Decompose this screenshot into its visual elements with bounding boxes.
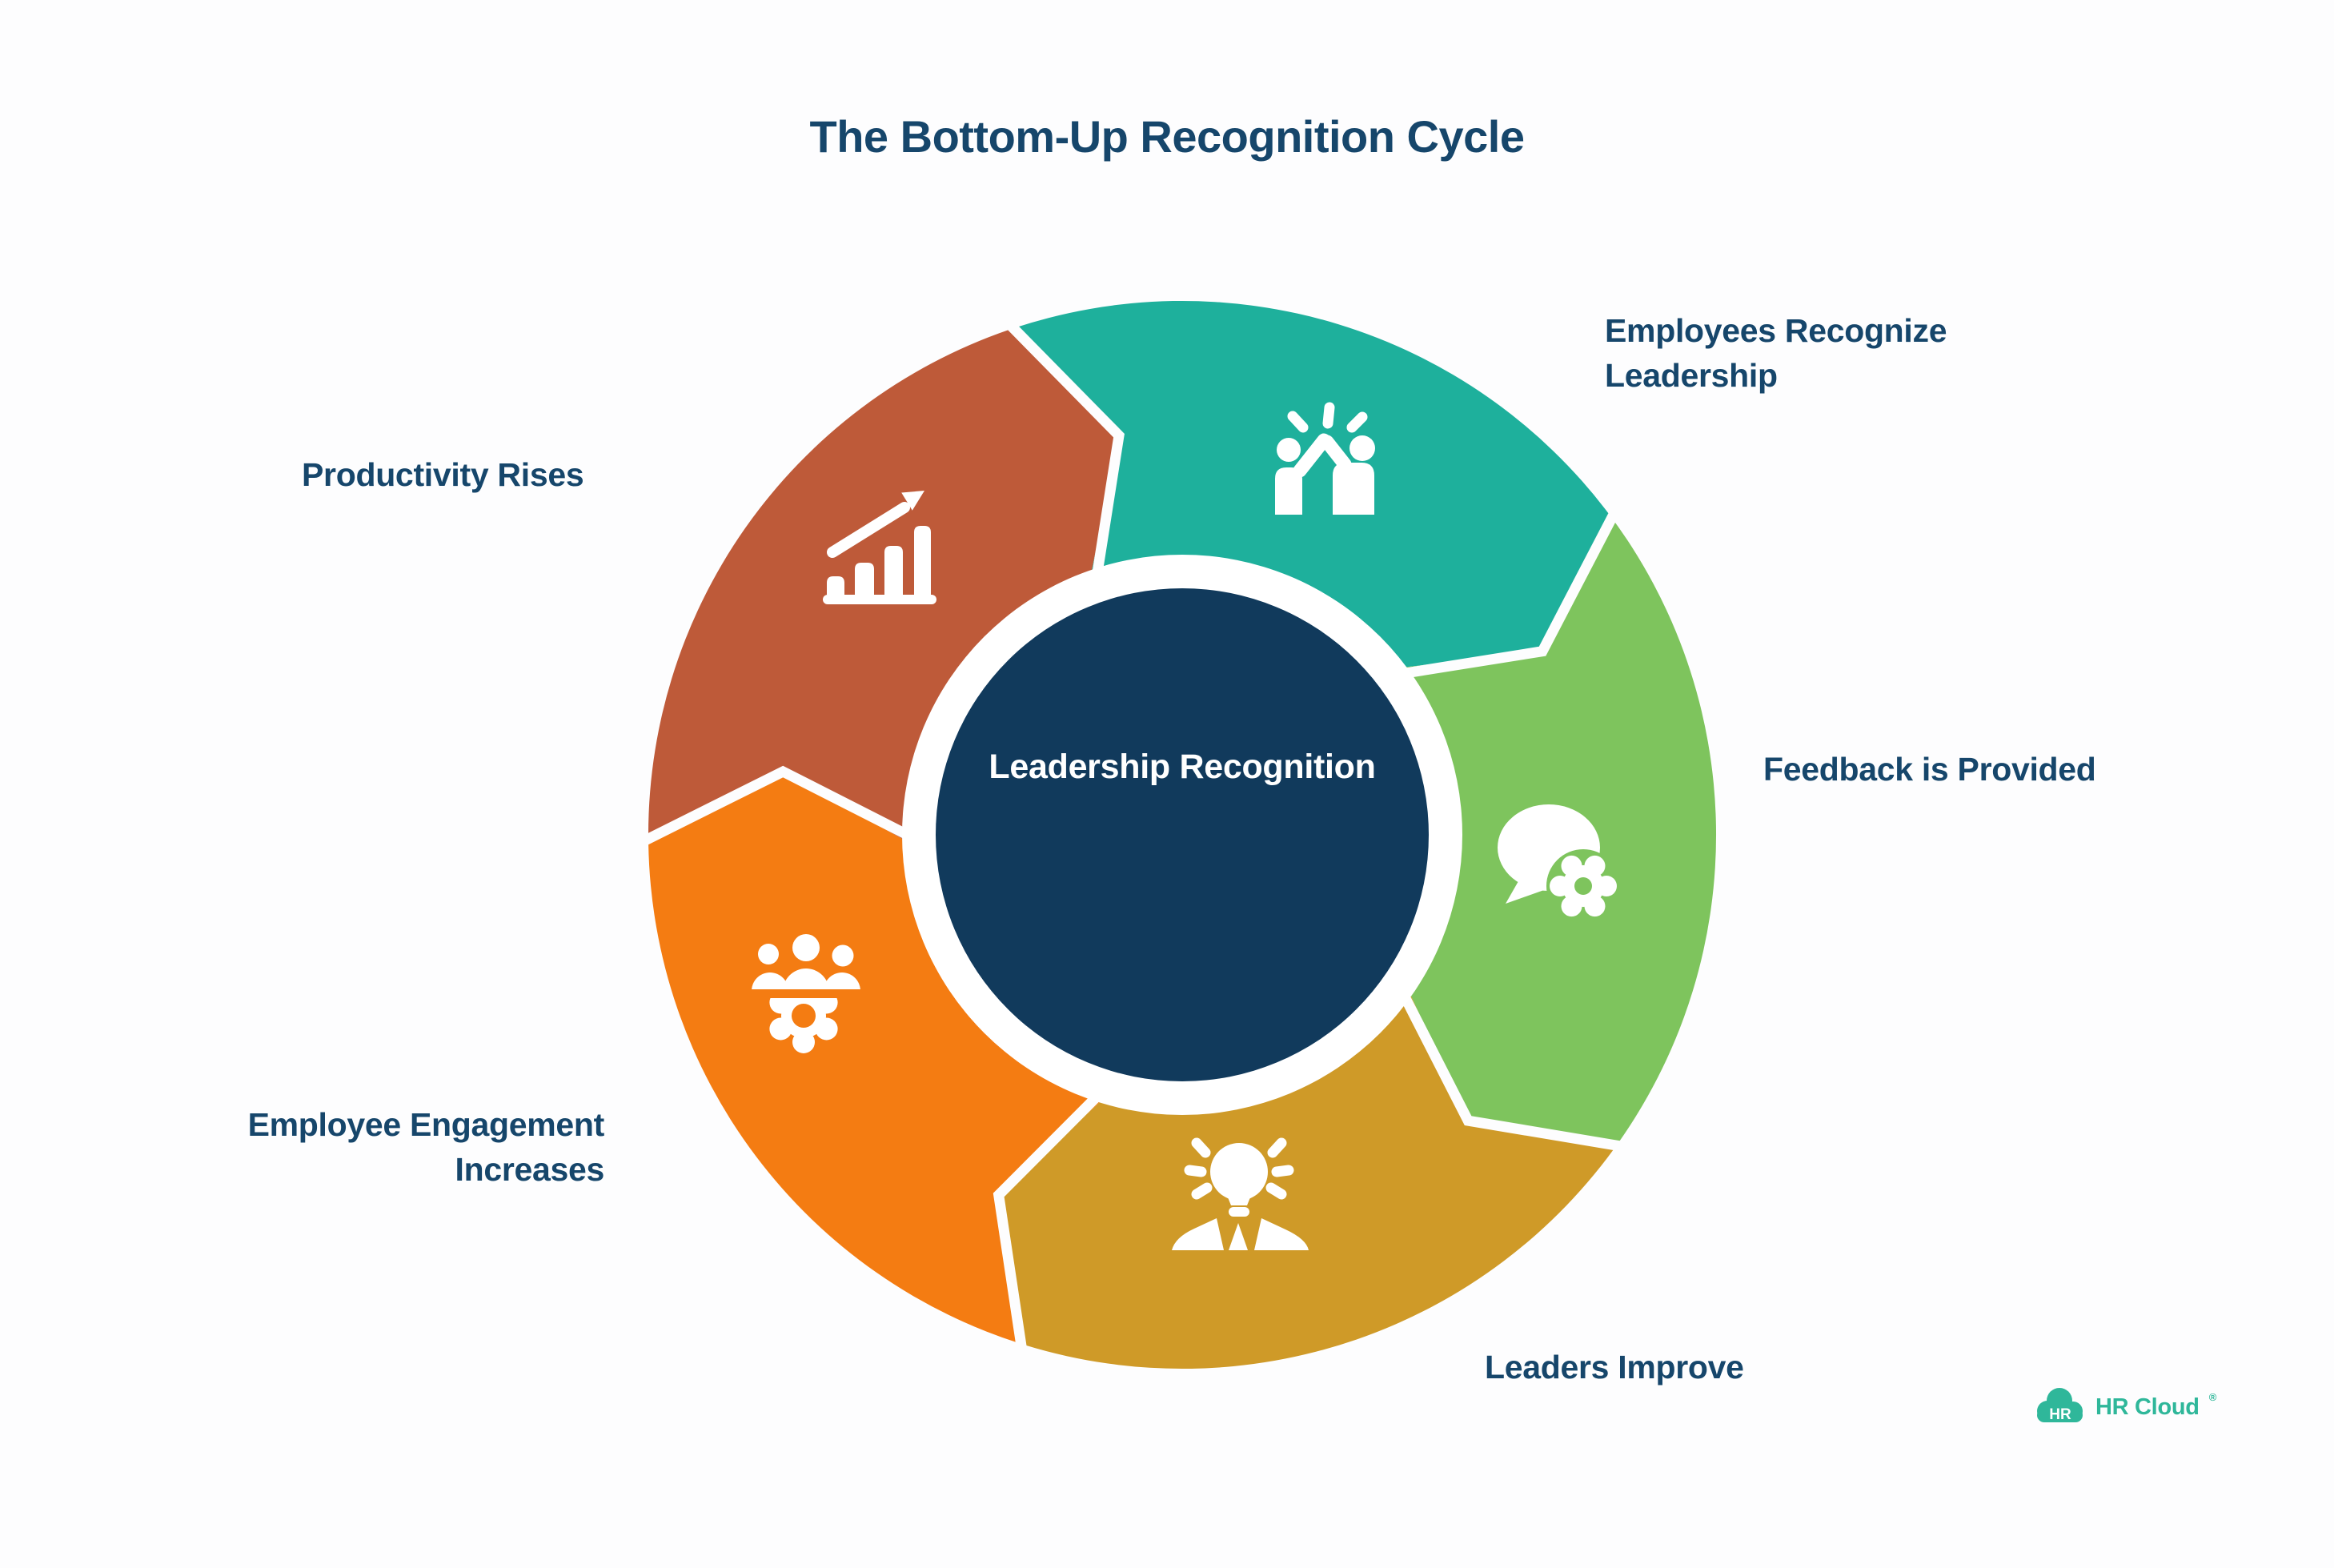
label-employees-recognize-leadership: Employees Recognize Leadership [1605,312,1947,394]
label-leaders-improve: Leaders Improve [1485,1349,1744,1386]
segment-divider [635,765,920,849]
registered-mark: ® [2208,1391,2217,1403]
segment-divider [993,1085,1109,1357]
segment-divider [1395,985,1630,1153]
segment-employees-recognize-leadership [1008,300,1609,668]
segment-dividers [635,315,1630,1357]
logo-badge-text: HR [2049,1406,2071,1423]
center-circle [936,588,1429,1081]
segment-divider [1394,504,1622,680]
label-productivity-rises: Productivity Rises [302,456,584,493]
hr-cloud-logo: HR HR Cloud ® [2035,1386,2216,1429]
label-feedback-is-provided: Feedback is Provided [1763,751,2096,788]
center-label: Leadership Recognition [989,748,1376,786]
idea-person-icon [1172,1137,1309,1250]
segment-productivity-rises [648,330,1119,844]
segment-leaders-improve [998,994,1620,1369]
high-five-icon [1275,402,1375,515]
hr-cloud-icon: HR [2037,1388,2083,1423]
logo-wordmark: HR Cloud [2095,1394,2200,1420]
segment-divider [1001,315,1125,585]
label-employee-engagement-increases: Employee Engagement Increases [247,1106,605,1188]
team-gear-icon [752,934,860,1053]
segment-employee-engagement-increases [648,772,1101,1345]
page-title: The Bottom-Up Recognition Cycle [809,111,1525,162]
growth-chart-icon [823,491,936,604]
feedback-chat-gear-icon [1498,804,1620,923]
